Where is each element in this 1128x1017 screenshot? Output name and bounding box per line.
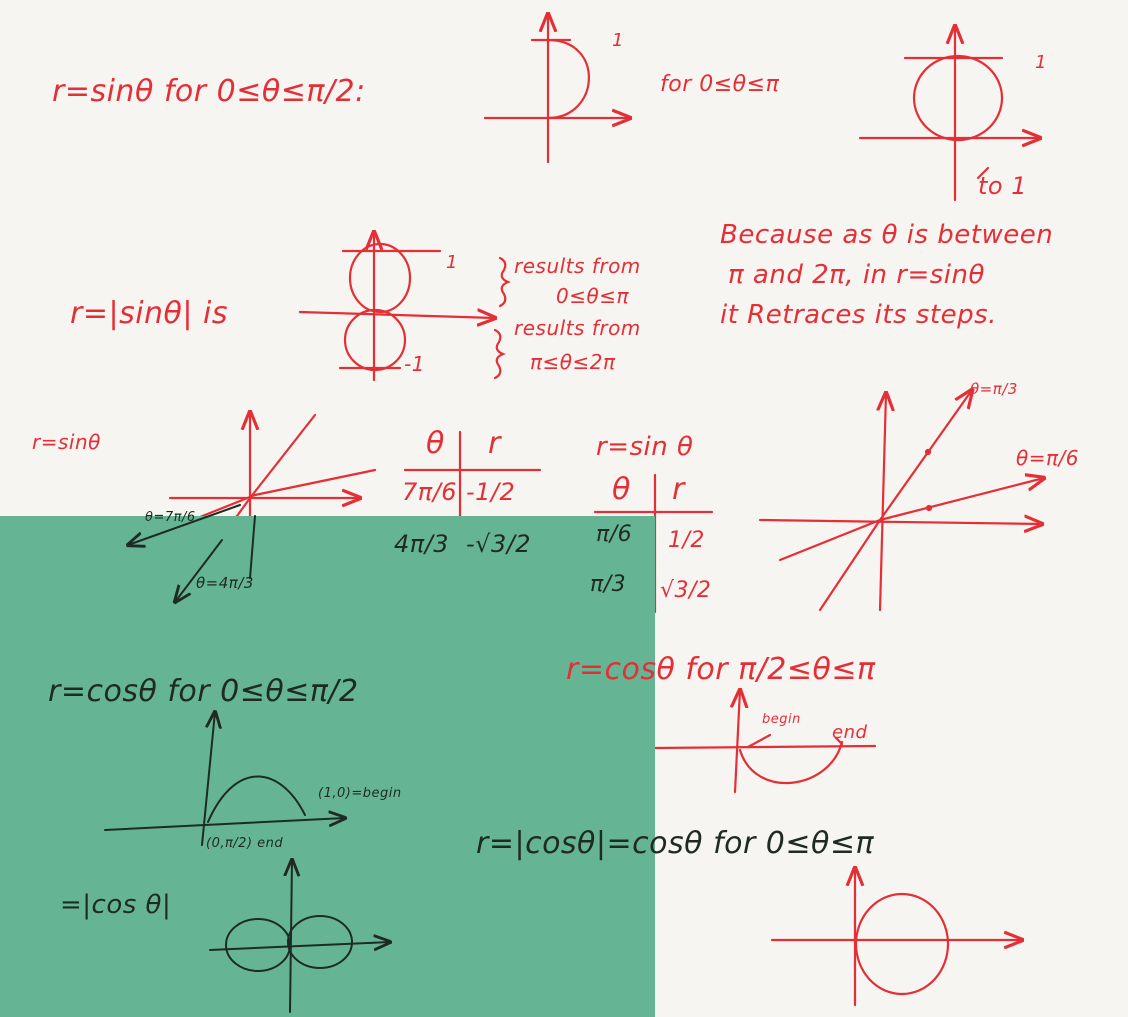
graph-cos-second-quarter bbox=[653, 690, 877, 794]
heading-sin-rays-right: r=sin θ bbox=[596, 432, 694, 462]
left-table-cell: -√3/2 bbox=[466, 530, 532, 558]
left-table-cell: 4π/3 bbox=[394, 530, 450, 558]
right-table-cell: 1/2 bbox=[668, 528, 705, 553]
right-table-header-r: r bbox=[672, 472, 685, 507]
heading-sin-rays-left: r=sinθ bbox=[32, 430, 101, 454]
right-table-cell: √3/2 bbox=[660, 578, 712, 603]
graph-abs-sin bbox=[298, 232, 511, 382]
ray-label-pi3: θ=π/3 bbox=[970, 380, 1018, 398]
cos2-begin-label: begin bbox=[762, 712, 801, 727]
note-line1: Because as θ is between bbox=[720, 220, 1054, 250]
graph2-label-1: 1 bbox=[1035, 52, 1047, 73]
cos2-end-label: end bbox=[832, 722, 868, 743]
ray-label-4pi3: θ=4π/3 bbox=[196, 574, 254, 592]
right-table-header-theta: θ bbox=[612, 472, 631, 507]
right-table-cell: π/3 bbox=[590, 572, 627, 597]
right-table-cell: π/6 bbox=[596, 522, 633, 547]
graph-sin-quarter bbox=[483, 14, 630, 164]
graph2-label-to-1: to 1 bbox=[978, 172, 1027, 200]
heading-cos-first-quarter: r=cosθ for 0≤θ≤π/2 bbox=[48, 674, 359, 709]
brace-bottom-line2: π≤θ≤2π bbox=[530, 350, 616, 374]
abs-sin-label-top: 1 bbox=[446, 252, 458, 273]
graph-cos-first-quarter bbox=[104, 712, 345, 846]
caption-sin-half: for 0≤θ≤π bbox=[660, 72, 780, 97]
ray-label-pi6: θ=π/6 bbox=[1016, 446, 1079, 470]
cos-point-begin: (1,0)=begin bbox=[318, 786, 402, 801]
cos-point-end: (0,π/2) end bbox=[206, 836, 284, 851]
heading-abs-cos: r=|cosθ|=cosθ for 0≤θ≤π bbox=[476, 826, 875, 861]
note-line3: it Retraces its steps. bbox=[720, 300, 997, 330]
graph-abs-cos-circle bbox=[770, 868, 1022, 1007]
left-table-header-r: r bbox=[488, 426, 501, 461]
left-table-header-theta: θ bbox=[426, 426, 445, 461]
heading-abs-sin: r=|sinθ| is bbox=[70, 296, 229, 331]
left-table-cell: -1/2 bbox=[466, 478, 516, 506]
brace-top-line1: results from bbox=[514, 254, 641, 278]
green-paper-sheet bbox=[0, 516, 655, 1017]
brace-top-line2: 0≤θ≤π bbox=[556, 284, 630, 308]
note-line2: π and 2π, in r=sinθ bbox=[728, 260, 985, 290]
left-table-cell: 7π/6 bbox=[402, 478, 458, 506]
heading-sin-first-quarter: r=sinθ for 0≤θ≤π/2: bbox=[52, 74, 366, 109]
graph-rays-right bbox=[758, 390, 1044, 612]
abs-sin-label-bottom: -1 bbox=[404, 352, 425, 376]
brace-bottom-line1: results from bbox=[514, 316, 641, 340]
ray-label-7pi6: θ=7π/6 bbox=[145, 510, 196, 525]
heading-cos-second-quarter: r=cosθ for π/2≤θ≤π bbox=[566, 652, 876, 687]
graph-abs-cos-pencil bbox=[209, 860, 390, 1013]
graph-sin-full-circle bbox=[858, 26, 1040, 202]
graph1-label-1: 1 bbox=[612, 30, 624, 51]
abs-cos-label: =|cos θ| bbox=[60, 890, 172, 920]
